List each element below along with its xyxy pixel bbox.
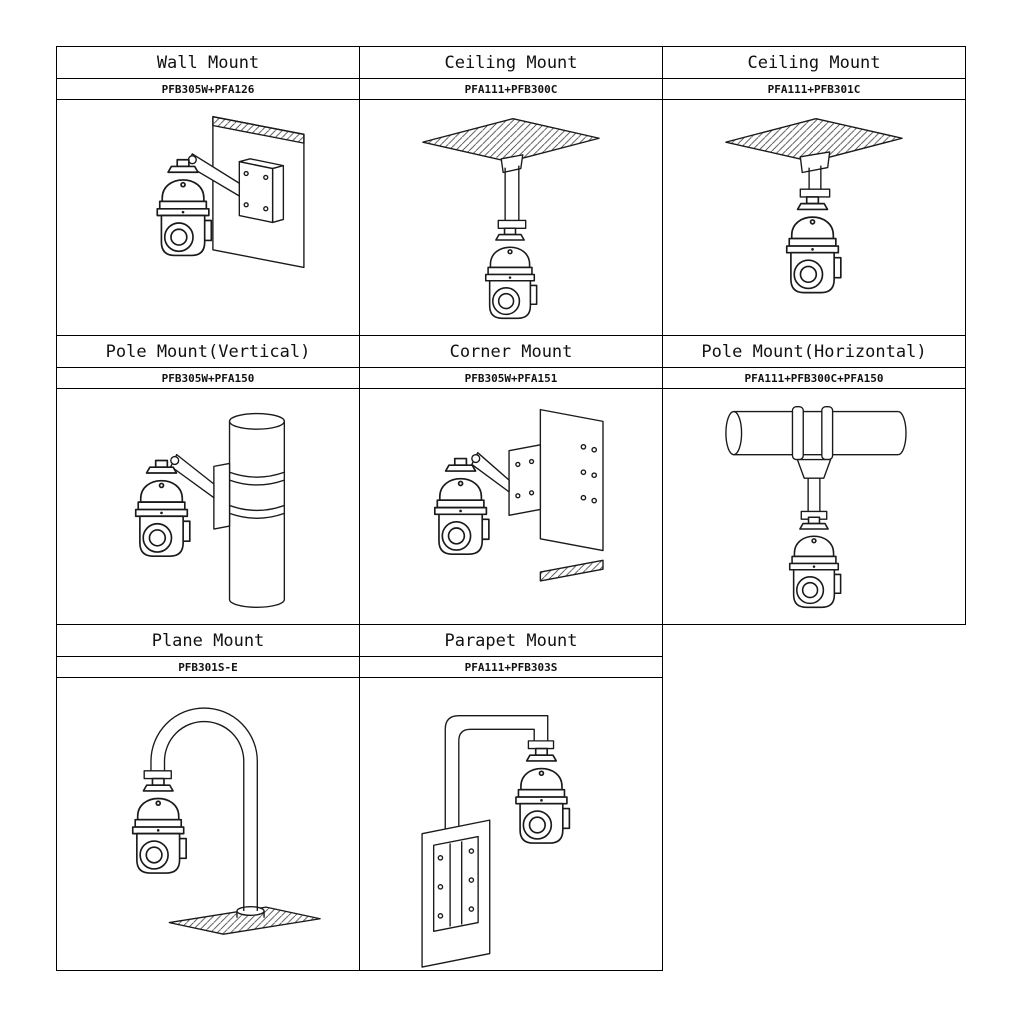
mount-title-parapet: Parapet Mount	[359, 624, 663, 657]
mount-options-table: Wall Mount Ceiling Mount Ceiling Mount P…	[56, 46, 966, 971]
corner-mount-illustration	[433, 408, 604, 582]
mount-title-corner: Corner Mount	[359, 335, 663, 368]
mount-code-ceiling-2: PFA111+PFB301C	[662, 78, 966, 100]
cell-corner-mount-art	[359, 388, 663, 625]
mount-title-plane: Plane Mount	[56, 624, 360, 657]
ceiling-mount-long-illustration	[422, 117, 600, 319]
parapet-mount-illustration	[421, 715, 571, 968]
cell-ceiling-mount-short-art	[662, 99, 966, 336]
mount-code-parapet: PFA111+PFB303S	[359, 656, 663, 678]
mount-title-pole-vertical: Pole Mount(Vertical)	[56, 335, 360, 368]
mount-code-plane: PFB301S-E	[56, 656, 360, 678]
cell-parapet-mount-art	[359, 677, 663, 971]
mount-code-ceiling-1: PFA111+PFB300C	[359, 78, 663, 100]
mount-title-ceiling-2: Ceiling Mount	[662, 46, 966, 79]
ceiling-mount-short-illustration	[725, 117, 903, 293]
cell-plane-mount-art	[56, 677, 360, 971]
cell-wall-mount-art	[56, 99, 360, 336]
pole-mount-horizontal-illustration	[725, 405, 907, 608]
cell-ceiling-mount-long-art	[359, 99, 663, 336]
pole-mount-vertical-illustration	[134, 412, 286, 608]
plane-mount-illustration	[131, 707, 321, 935]
wall-mount-illustration	[156, 115, 305, 268]
mount-code-pole-horizontal: PFA111+PFB300C+PFA150	[662, 367, 966, 389]
mount-title-wall: Wall Mount	[56, 46, 360, 79]
mount-title-pole-horizontal: Pole Mount(Horizontal)	[662, 335, 966, 368]
mount-code-corner: PFB305W+PFA151	[359, 367, 663, 389]
mount-title-ceiling-1: Ceiling Mount	[359, 46, 663, 79]
mount-code-pole-vertical: PFB305W+PFA150	[56, 367, 360, 389]
cell-pole-mount-vertical-art	[56, 388, 360, 625]
mount-code-wall: PFB305W+PFA126	[56, 78, 360, 100]
empty-cell	[663, 625, 966, 971]
cell-pole-mount-horizontal-art	[662, 388, 966, 625]
